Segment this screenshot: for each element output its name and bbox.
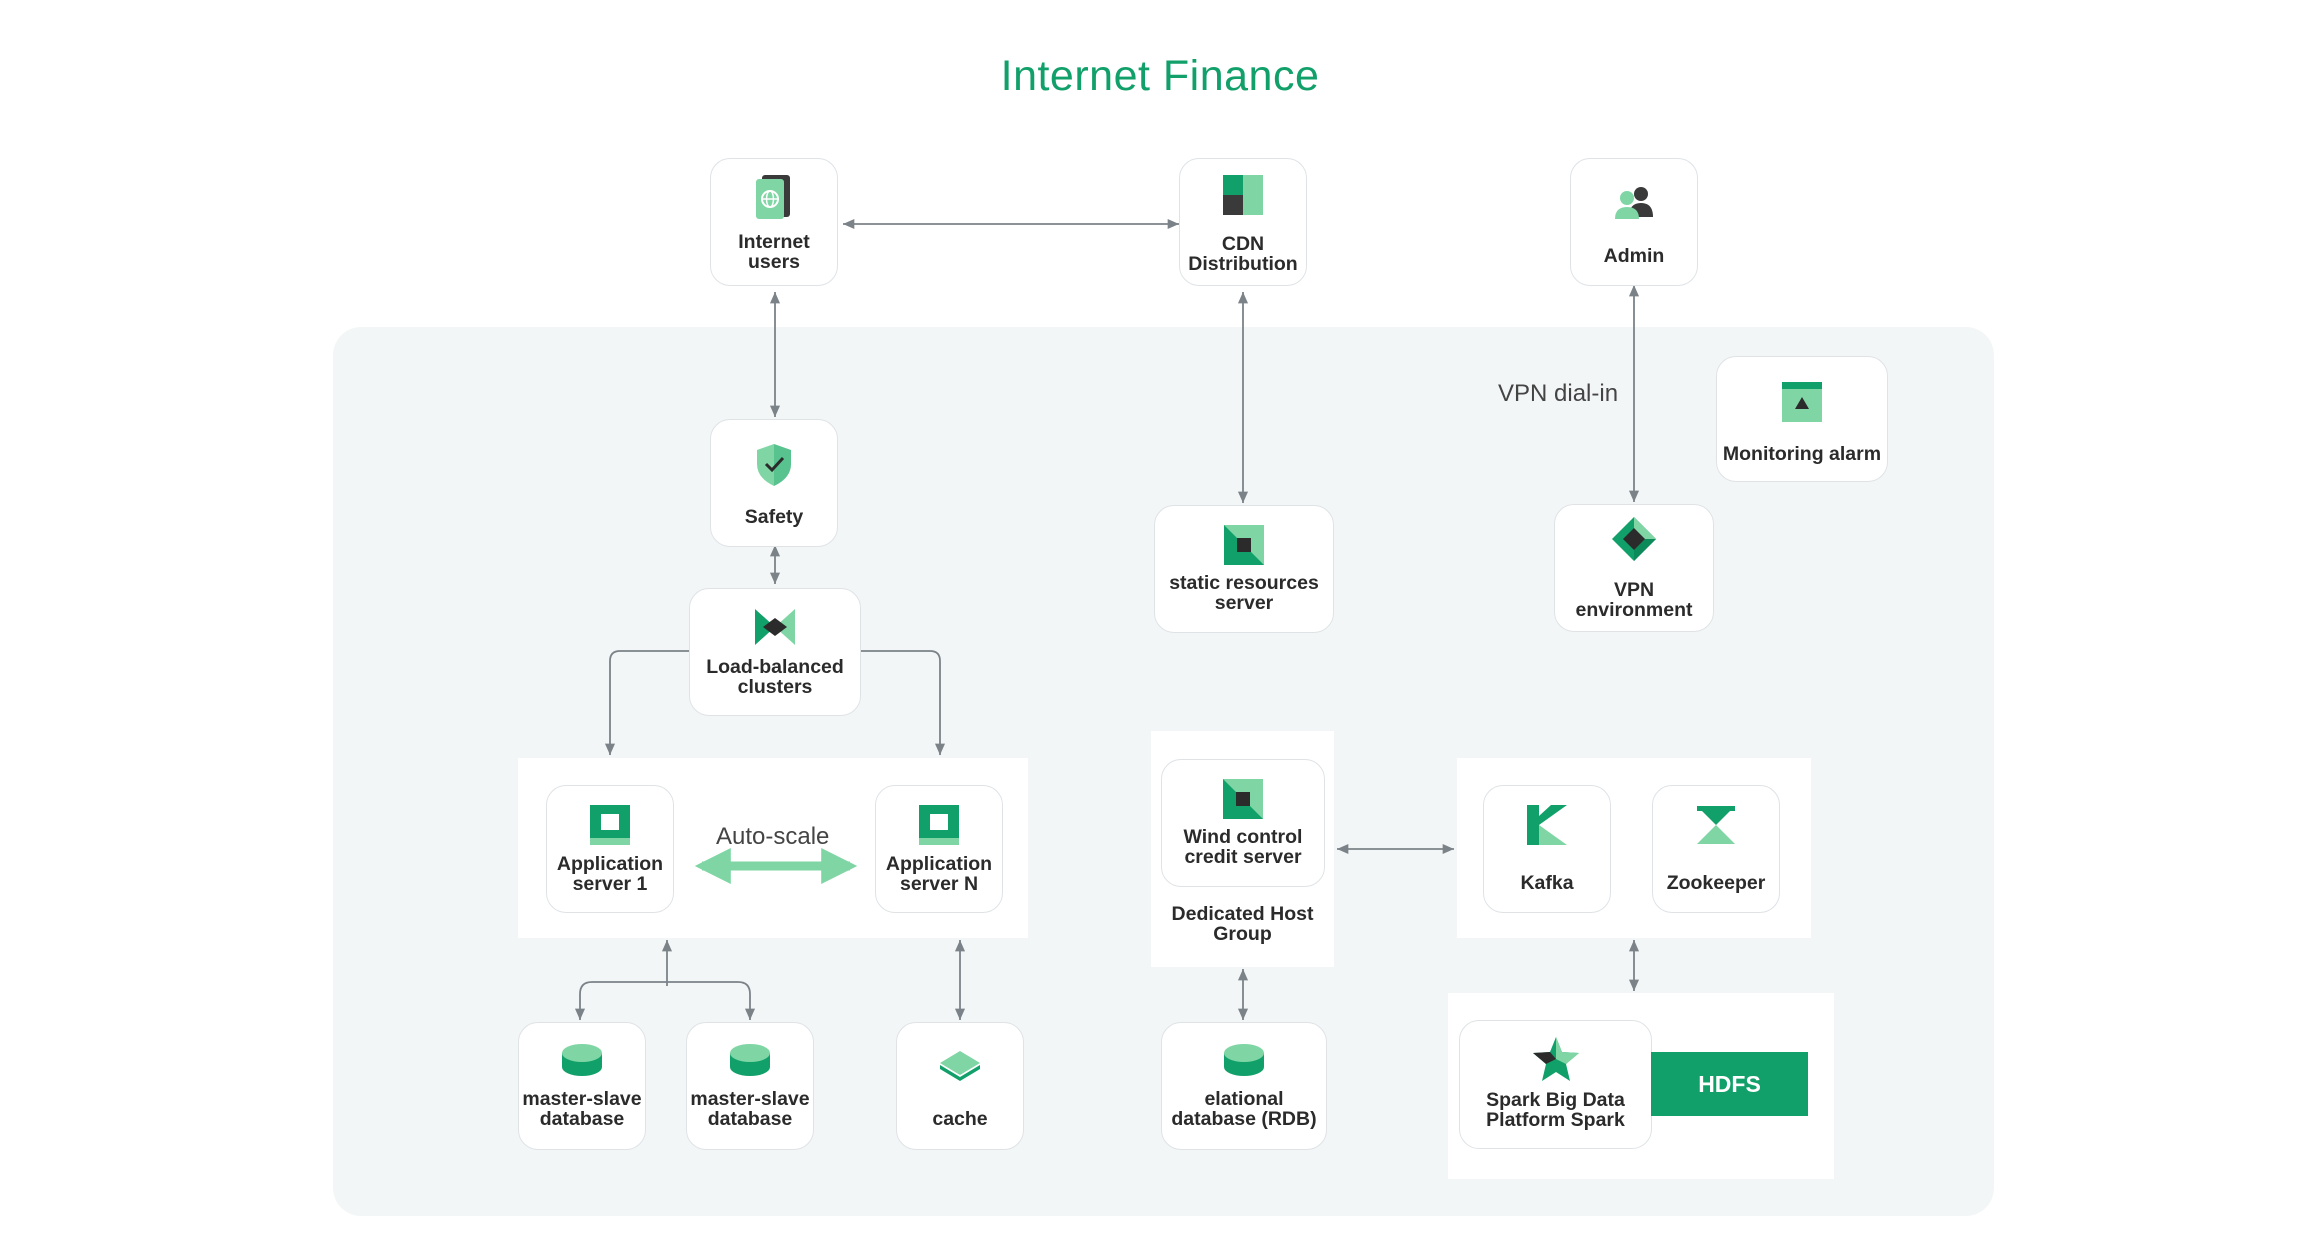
globe-device-icon [756, 175, 790, 219]
admin-label: Admin [1603, 245, 1665, 267]
safety-label: Safety [744, 506, 804, 528]
vpn-environment-label: VPN environment [1575, 579, 1693, 621]
shield-icon [757, 444, 791, 486]
monitoring-alarm-node[interactable]: Monitoring alarm [1716, 356, 1888, 482]
master-slave-database-1-node[interactable]: master-slave database [518, 1022, 646, 1150]
vpn-dial-in-label: VPN dial-in [1498, 380, 1619, 407]
line-lb-appn [861, 650, 946, 755]
server-icon [1224, 525, 1264, 565]
alarm-icon [1782, 382, 1822, 422]
kafka-label: Kafka [1520, 872, 1574, 894]
spark-star-icon [1532, 1037, 1579, 1081]
zookeeper-label: Zookeeper [1666, 872, 1766, 894]
relational-database-node[interactable]: elational database (RDB) [1161, 1022, 1327, 1150]
spark-big-data-label: Spark Big Data Platform Spark [1486, 1089, 1625, 1131]
database-icon [730, 1044, 770, 1076]
wind-control-credit-server-node[interactable]: Wind control credit server [1161, 759, 1325, 887]
load-balancer-icon [755, 609, 795, 645]
cache-node[interactable]: cache [896, 1022, 1024, 1150]
vpn-icon [1612, 517, 1656, 561]
cache-label: cache [932, 1108, 988, 1130]
hdfs-block[interactable]: HDFS [1651, 1052, 1808, 1116]
app-server-icon [919, 805, 959, 845]
cdn-node[interactable]: CDN Distribution [1179, 158, 1307, 286]
cache-icon [940, 1051, 980, 1081]
wind-control-credit-server-label: Wind control credit server [1183, 826, 1303, 868]
internet-users-node[interactable]: Internet users [710, 158, 838, 286]
app-server-icon [590, 805, 630, 845]
line-split-db2 [667, 981, 756, 1020]
line-split-db1 [574, 981, 667, 1020]
application-server-n-node[interactable]: Application server N [875, 785, 1003, 913]
static-resources-server-label: static resources server [1169, 572, 1319, 614]
safety-node[interactable]: Safety [710, 419, 838, 547]
page-title: Internet Finance [1000, 52, 1320, 100]
admin-node[interactable]: Admin [1570, 158, 1698, 286]
dedicated-host-group-label: Dedicated Host Group [1171, 903, 1314, 945]
relational-database-label: elational database (RDB) [1171, 1088, 1317, 1130]
load-balanced-clusters-label: Load-balanced clusters [706, 656, 844, 698]
kafka-node[interactable]: Kafka [1483, 785, 1611, 913]
master-slave-database-2-label: master-slave database [690, 1088, 810, 1130]
master-slave-database-1-label: master-slave database [522, 1088, 642, 1130]
application-server-n-label: Application server N [885, 853, 993, 895]
load-balanced-clusters-node[interactable]: Load-balanced clusters [689, 588, 861, 716]
auto-scale-label: Auto-scale [716, 823, 830, 850]
users-icon [1615, 187, 1653, 219]
vpn-environment-node[interactable]: VPN environment [1554, 504, 1714, 632]
server-icon [1223, 779, 1263, 819]
master-slave-database-2-node[interactable]: master-slave database [686, 1022, 814, 1150]
spark-big-data-node[interactable]: Spark Big Data Platform Spark [1459, 1020, 1652, 1149]
static-resources-server-node[interactable]: static resources server [1154, 505, 1334, 633]
line-lb-app1 [604, 650, 689, 755]
cdn-icon [1223, 175, 1263, 215]
monitoring-alarm-label: Monitoring alarm [1722, 443, 1882, 465]
application-server-1-label: Application server 1 [556, 853, 664, 895]
database-icon [562, 1044, 602, 1076]
kafka-icon [1527, 805, 1567, 845]
database-icon [1224, 1044, 1264, 1076]
application-server-1-node[interactable]: Application server 1 [546, 785, 674, 913]
zookeeper-icon [1697, 806, 1735, 844]
internet-users-label: Internet users [738, 231, 810, 273]
zookeeper-node[interactable]: Zookeeper [1652, 785, 1780, 913]
cdn-label: CDN Distribution [1188, 233, 1298, 275]
